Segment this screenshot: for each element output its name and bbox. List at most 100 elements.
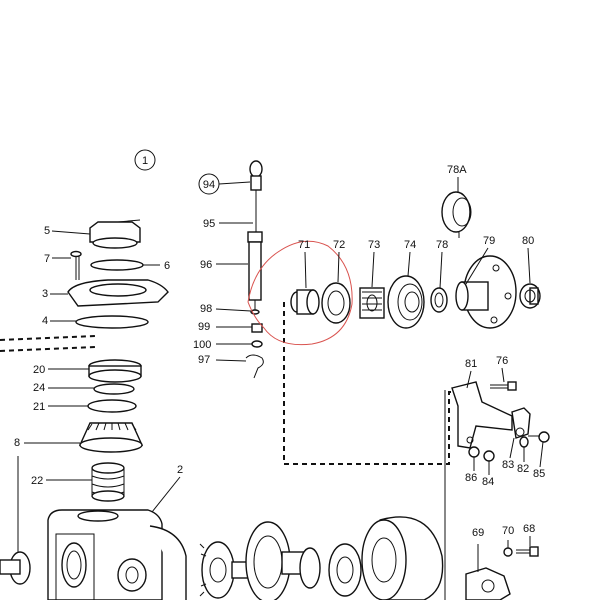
callout-95: 95 [203,218,253,230]
shim-24 [93,383,135,395]
svg-text:85: 85 [533,468,545,480]
roller-bearing-73 [359,287,385,319]
svg-text:7: 7 [44,253,50,265]
callout-5: 5 [44,225,91,237]
seal-78A [441,191,472,238]
flange-79 [455,255,517,329]
callout-6: 6 [143,260,170,272]
svg-text:99: 99 [198,321,210,333]
callout-78: 78 [436,239,448,289]
svg-text:8: 8 [14,437,20,449]
seal-71 [290,289,320,315]
clamp-83 [511,407,531,439]
cable-sleeve-top [247,231,263,243]
svg-text:3: 3 [42,288,48,300]
svg-text:70: 70 [502,525,514,537]
cable-ferrule [250,175,262,191]
o-ring-78 [430,287,448,313]
svg-text:80: 80 [522,235,534,247]
callout-71: 71 [298,239,310,289]
bolt-68 [516,536,539,557]
svg-text:86: 86 [465,472,477,484]
callout-78A: 78A [447,164,467,192]
bolt-7 [70,250,82,280]
bolt-76 [490,381,517,391]
washer-86 [468,446,480,458]
figure-number-badge: 1 [134,149,156,171]
callout-100: 100 [193,339,252,351]
callout-22: 22 [31,475,92,487]
svg-text:2: 2 [177,464,183,476]
svg-text:83: 83 [502,459,514,471]
svg-text:84: 84 [482,476,494,488]
callout-73: 73 [368,239,380,288]
svg-text:79: 79 [483,235,495,247]
gearbox-housing-2 [47,509,187,600]
svg-text:78A: 78A [447,164,467,176]
svg-text:24: 24 [33,382,45,394]
callout-82: 82 [517,447,529,475]
svg-text:71: 71 [298,239,310,251]
bracket-81 [451,381,513,449]
callout-86: 86 [465,457,477,484]
shaft-axis-line [0,346,97,352]
svg-text:5: 5 [44,225,50,237]
cable-eye-end [249,160,263,178]
svg-text:72: 72 [333,239,345,251]
callout-20: 20 [33,364,89,376]
callout-74: 74 [404,239,416,277]
cover-cap [89,219,141,249]
screw-70 [503,540,513,557]
callout-72: 72 [333,239,345,283]
callout-24: 24 [33,382,94,394]
svg-text:68: 68 [523,523,535,535]
nut-84 [483,450,495,462]
output-hub-center [361,516,444,600]
pinion-left [0,551,31,585]
gasket-4 [75,315,149,329]
callout-96: 96 [200,259,248,271]
callout-83: 83 [502,437,515,471]
bearing-race-72 [321,282,351,324]
cable-routing-line [283,302,457,465]
callout-7: 7 [44,253,71,265]
callout-97: 97 [198,354,247,366]
bolt-85 [528,431,550,443]
washer-82 [519,436,529,448]
svg-text:81: 81 [465,358,477,370]
highlight-outline [247,240,353,346]
bearing-cup-74 [387,275,425,329]
o-ring-6 [90,259,144,271]
circlip-21 [87,399,137,413]
svg-text:74: 74 [404,239,416,251]
callout-84: 84 [482,461,494,488]
callout-85: 85 [533,441,545,480]
callout-8: 8 [14,437,80,449]
callout-69: 69 [472,527,484,539]
callout-80: 80 [522,235,534,284]
shaft-axis-line [0,335,97,341]
adjusting-nut [251,323,263,333]
callout-79: 79 [465,235,495,285]
svg-text:4: 4 [42,315,48,327]
callout-81: 81 [465,358,477,389]
bevel-gear-8 [78,422,144,453]
seal-ring-center [299,543,362,597]
bearing-20 [88,359,142,383]
svg-text:22: 22 [31,475,43,487]
svg-text:6: 6 [164,260,170,272]
svg-text:94: 94 [203,179,215,191]
nut-80 [519,283,541,309]
svg-text:95: 95 [203,218,215,230]
callout-99: 99 [198,321,252,333]
svg-text:76: 76 [496,355,508,367]
callout-68: 68 [523,523,535,535]
svg-text:98: 98 [200,303,212,315]
callout-98: 98 [200,303,252,315]
callout-70: 70 [502,525,514,537]
callout-21: 21 [33,401,88,413]
callout-2: 2 [151,464,183,513]
spring-22 [91,462,125,502]
figure-number: 1 [142,155,148,167]
